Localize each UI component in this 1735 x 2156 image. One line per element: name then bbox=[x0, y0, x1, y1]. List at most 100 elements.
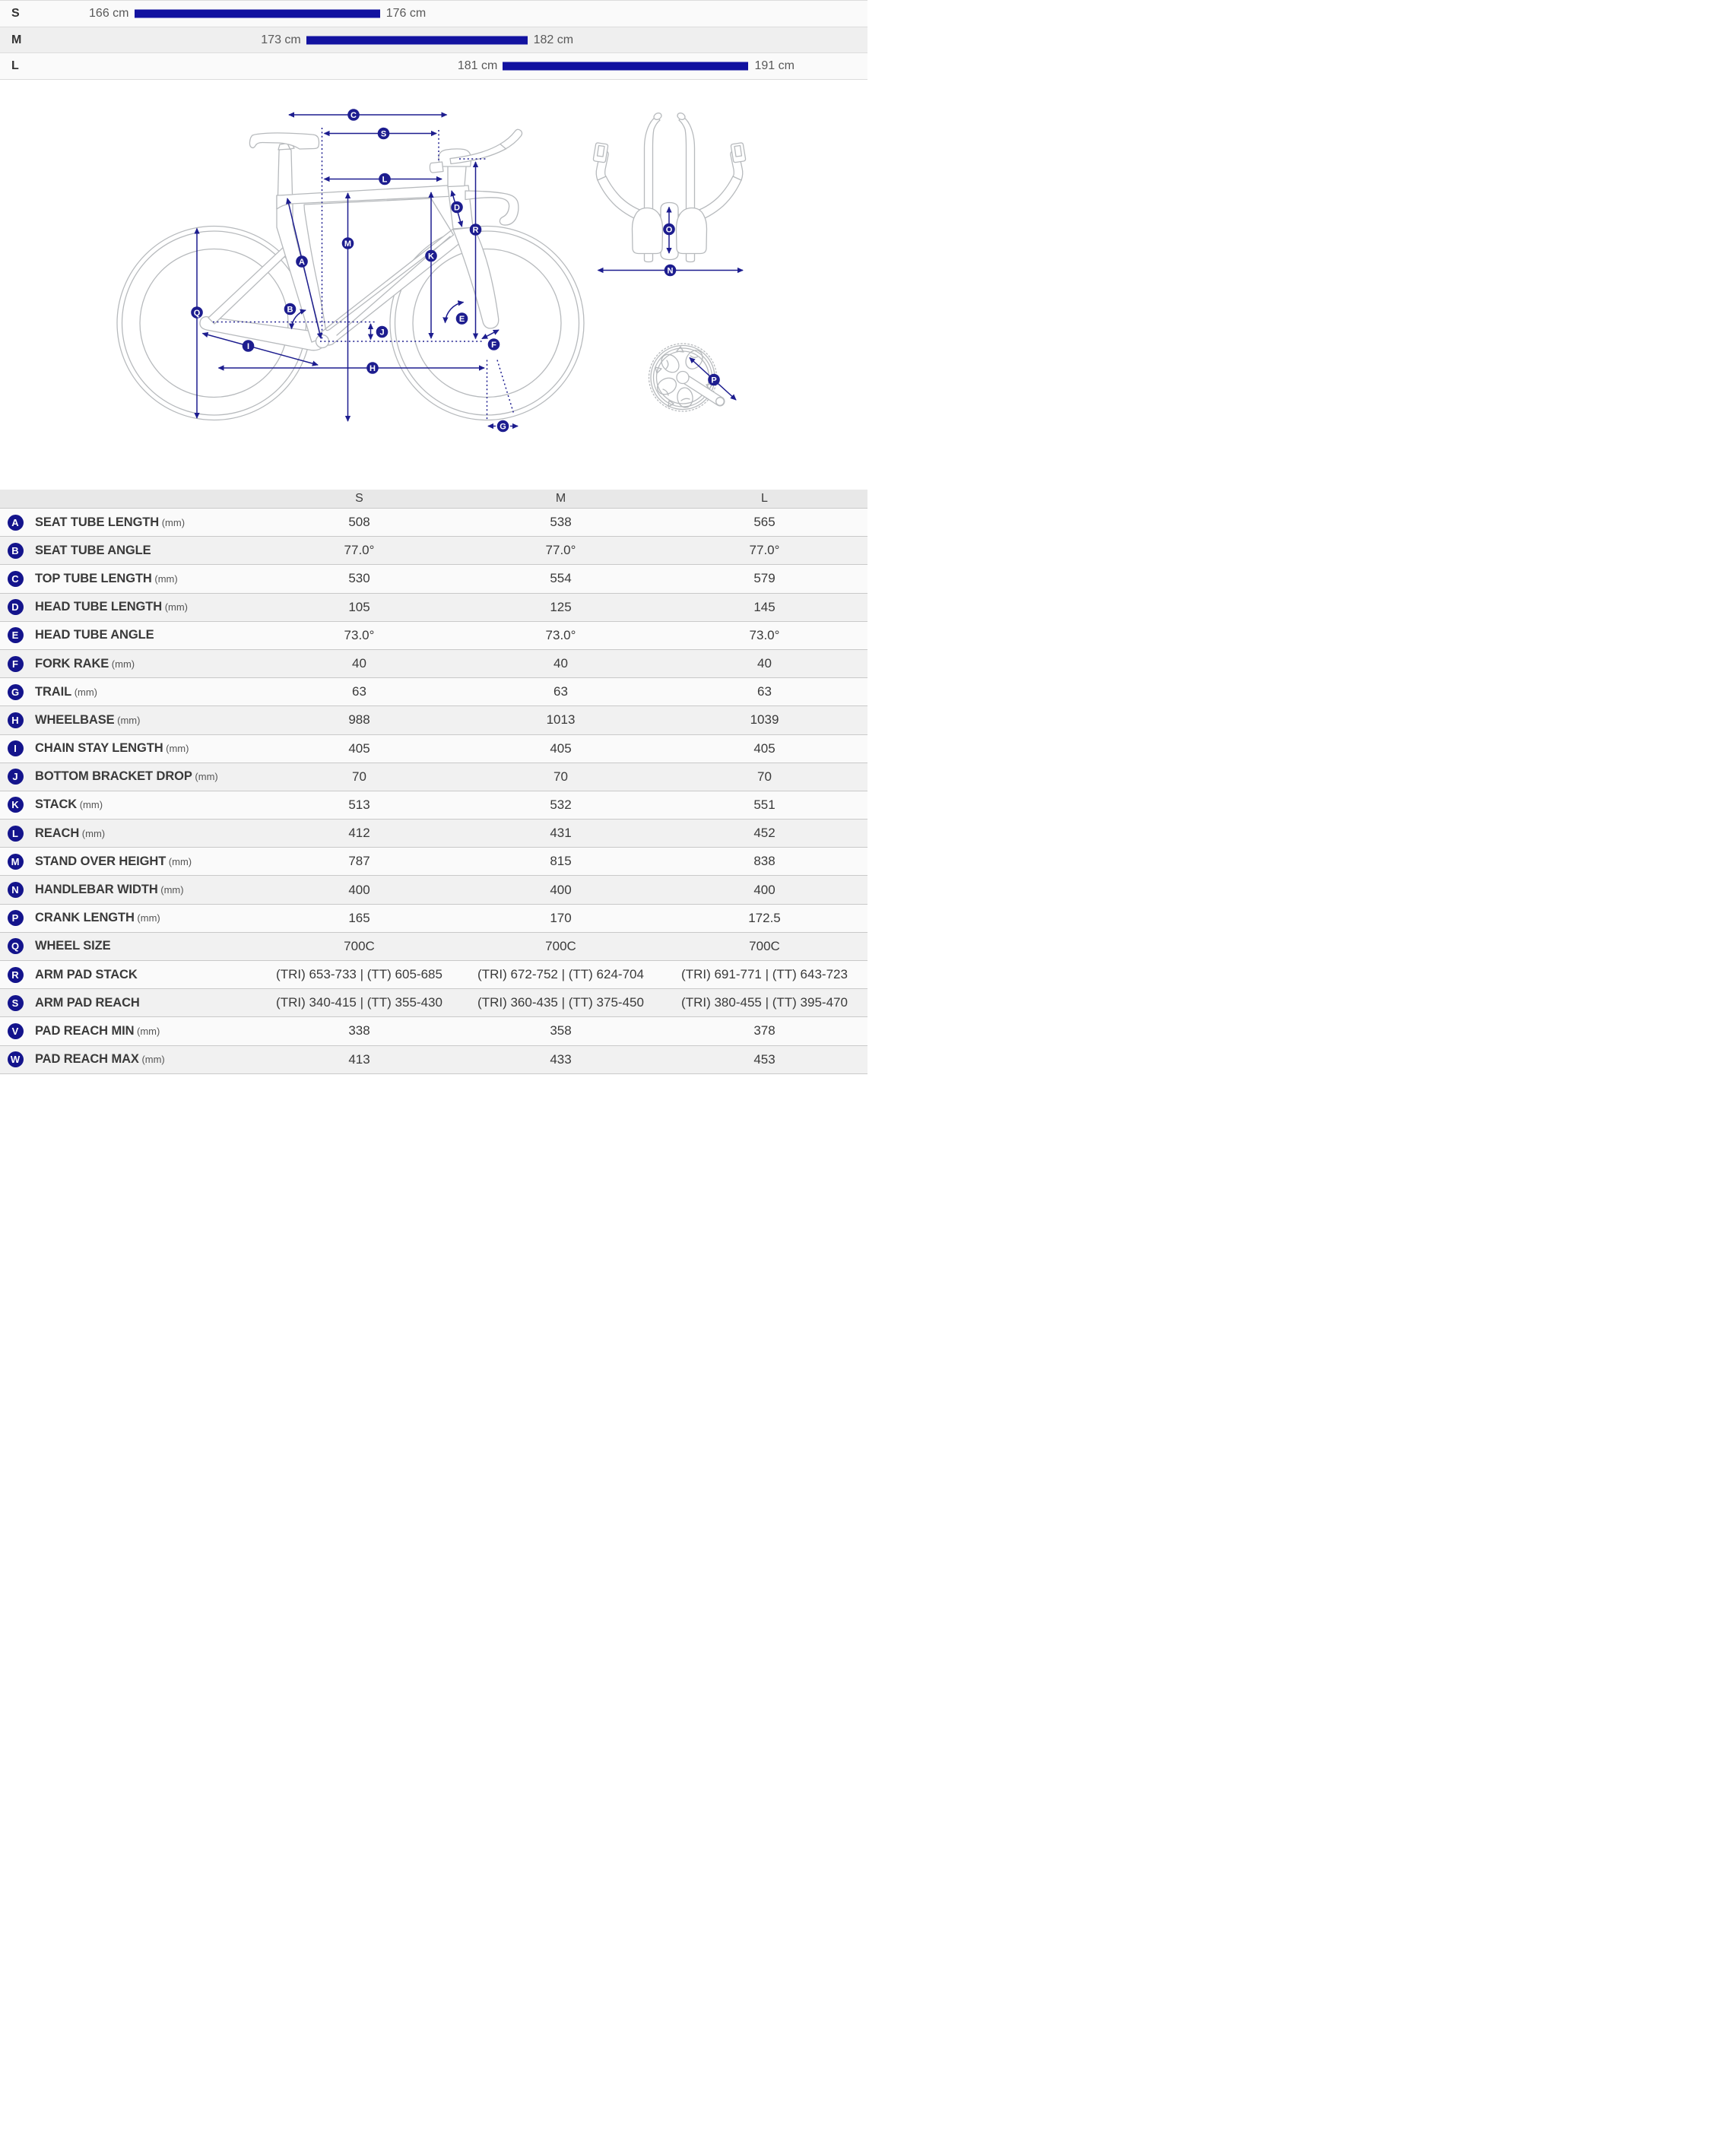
row-letter-badge: H bbox=[7, 712, 24, 728]
value-l: 63 bbox=[757, 684, 772, 699]
seat-stay bbox=[208, 239, 297, 325]
value-m: 170 bbox=[550, 910, 572, 925]
badge-K: K bbox=[425, 249, 437, 262]
extension-side bbox=[449, 128, 523, 165]
column-header-s: S bbox=[355, 492, 363, 505]
row-letter-badge: D bbox=[7, 599, 24, 616]
value-s: 338 bbox=[348, 1023, 370, 1038]
row-label-text: TRAIL bbox=[35, 684, 72, 699]
height-range-bar bbox=[134, 9, 380, 18]
row-label: WHEEL SIZE bbox=[35, 939, 111, 953]
table-row: V PAD REACH MIN (mm) 338 358 378 bbox=[0, 1017, 868, 1046]
value-s: 513 bbox=[348, 797, 370, 812]
value-s: 73.0° bbox=[344, 627, 375, 642]
svg-text:E: E bbox=[459, 315, 465, 324]
row-unit: (mm) bbox=[192, 771, 218, 783]
value-s: 63 bbox=[352, 684, 366, 699]
bar-max-label: 182 cm bbox=[533, 33, 574, 46]
value-s: 412 bbox=[348, 826, 370, 841]
base-bar-side bbox=[465, 190, 519, 226]
row-label: HANDLEBAR WIDTH (mm) bbox=[35, 883, 184, 897]
badge-F: F bbox=[487, 338, 500, 350]
table-body: A SEAT TUBE LENGTH (mm) 508 538 565 B SE… bbox=[0, 509, 868, 1074]
svg-text:P: P bbox=[711, 376, 716, 385]
size-row-l: L 181 cm 191 cm bbox=[0, 53, 868, 81]
value-s: 988 bbox=[348, 712, 370, 728]
row-label-cell: B SEAT TUBE ANGLE bbox=[0, 542, 259, 559]
badge-C: C bbox=[347, 109, 360, 121]
value-m: 77.0° bbox=[545, 543, 576, 558]
row-letter-badge: E bbox=[7, 627, 24, 644]
bar-max-label: 176 cm bbox=[385, 6, 427, 20]
top-tube bbox=[276, 185, 455, 210]
height-range-bar bbox=[503, 62, 749, 71]
row-label-cell: P CRANK LENGTH (mm) bbox=[0, 910, 259, 927]
value-m: 700C bbox=[545, 938, 576, 953]
value-s: 787 bbox=[348, 854, 370, 869]
svg-text:R: R bbox=[473, 226, 479, 235]
row-label: FORK RAKE (mm) bbox=[35, 657, 135, 671]
row-label-cell: C TOP TUBE LENGTH (mm) bbox=[0, 570, 259, 587]
badge-S: S bbox=[377, 127, 390, 140]
row-letter-badge: S bbox=[7, 994, 24, 1011]
badge-I: I bbox=[242, 340, 255, 352]
table-row: K STACK (mm) 513 532 551 bbox=[0, 791, 868, 820]
row-label-cell: E HEAD TUBE ANGLE bbox=[0, 627, 259, 644]
bike-diagram-svg: A B C D E F G H I J K L M N O P Q R S bbox=[116, 109, 747, 433]
row-label: ARM PAD REACH bbox=[35, 996, 140, 1010]
table-row: E HEAD TUBE ANGLE 73.0° 73.0° 73.0° bbox=[0, 621, 868, 650]
row-letter-badge: A bbox=[7, 514, 24, 531]
row-label: ARM PAD STACK bbox=[35, 968, 138, 982]
height-range-bar bbox=[306, 36, 528, 45]
value-l: 172.5 bbox=[748, 910, 781, 925]
row-unit: (mm) bbox=[109, 658, 135, 670]
value-l: 405 bbox=[753, 740, 776, 756]
table-row: I CHAIN STAY LENGTH (mm) 405 405 405 bbox=[0, 734, 868, 763]
value-s: 70 bbox=[352, 769, 366, 784]
value-l: 1039 bbox=[750, 712, 779, 728]
row-label: SEAT TUBE LENGTH (mm) bbox=[35, 515, 185, 530]
svg-text:N: N bbox=[668, 267, 674, 276]
row-label-text: ARM PAD REACH bbox=[35, 995, 140, 1010]
value-l: 838 bbox=[753, 854, 776, 869]
row-unit: (mm) bbox=[71, 686, 98, 698]
table-row: B SEAT TUBE ANGLE 77.0° 77.0° 77.0° bbox=[0, 537, 868, 566]
bar-max-label: 191 cm bbox=[754, 59, 795, 73]
table-row: C TOP TUBE LENGTH (mm) 530 554 579 bbox=[0, 565, 868, 594]
row-label-text: HANDLEBAR WIDTH bbox=[35, 883, 158, 897]
value-m: 1013 bbox=[546, 712, 576, 728]
row-label: STAND OVER HEIGHT (mm) bbox=[35, 854, 192, 869]
value-m: 405 bbox=[550, 740, 572, 756]
row-label-cell: D HEAD TUBE LENGTH (mm) bbox=[0, 599, 259, 616]
svg-text:A: A bbox=[299, 258, 305, 267]
value-l: 378 bbox=[753, 1023, 776, 1038]
svg-text:S: S bbox=[381, 130, 386, 139]
row-label-text: SEAT TUBE LENGTH bbox=[35, 515, 160, 529]
table-row: N HANDLEBAR WIDTH (mm) 400 400 400 bbox=[0, 876, 868, 905]
row-label: HEAD TUBE ANGLE bbox=[35, 628, 154, 642]
value-l: 453 bbox=[753, 1051, 776, 1067]
size-row-m: M 173 cm 182 cm bbox=[0, 27, 868, 54]
value-s: 508 bbox=[348, 515, 370, 530]
table-header: S M L bbox=[0, 490, 868, 509]
badge-L: L bbox=[379, 173, 391, 185]
row-label-text: BOTTOM BRACKET DROP bbox=[35, 769, 192, 784]
row-label: TOP TUBE LENGTH (mm) bbox=[35, 572, 178, 586]
svg-text:D: D bbox=[454, 204, 460, 213]
ref-steering-axis bbox=[496, 360, 515, 415]
bike-side-view bbox=[116, 128, 585, 421]
table-row: H WHEELBASE (mm) 988 1013 1039 bbox=[0, 706, 868, 735]
value-l: 579 bbox=[753, 571, 776, 586]
row-letter-badge: I bbox=[7, 740, 24, 757]
diagram-badges: A B C D E F G H I J K L M N O P Q R S bbox=[191, 109, 720, 433]
bar-min-label: 181 cm bbox=[457, 59, 498, 73]
row-label-cell: W PAD REACH MAX (mm) bbox=[0, 1051, 259, 1068]
row-letter-badge: W bbox=[7, 1051, 24, 1068]
row-label: PAD REACH MAX (mm) bbox=[35, 1052, 165, 1067]
table-row: S ARM PAD REACH (TRI) 340-415 | (TT) 355… bbox=[0, 989, 868, 1018]
value-l: 40 bbox=[757, 656, 772, 671]
row-label-text: HEAD TUBE ANGLE bbox=[35, 628, 154, 642]
row-label: STACK (mm) bbox=[35, 797, 103, 812]
table-row: P CRANK LENGTH (mm) 165 170 172.5 bbox=[0, 904, 868, 933]
table-row: G TRAIL (mm) 63 63 63 bbox=[0, 678, 868, 707]
